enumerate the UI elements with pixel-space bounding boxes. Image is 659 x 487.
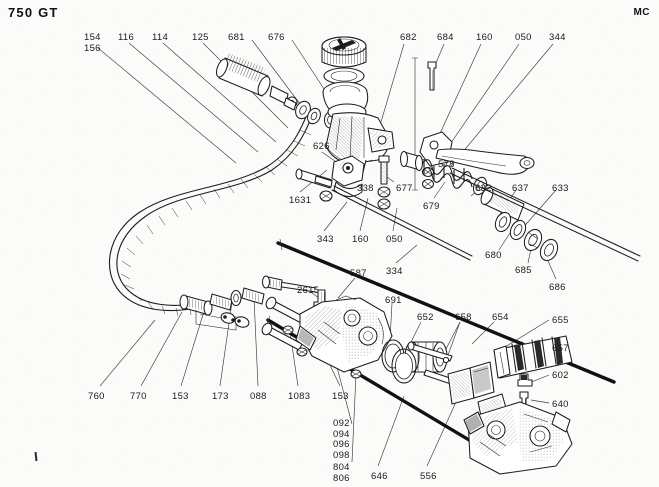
brake-lever <box>419 131 535 190</box>
callout-684: 684 <box>437 32 454 43</box>
callout-text: 804 <box>333 462 350 473</box>
callout-114: 114 <box>152 32 169 43</box>
callout-657: 657 <box>552 343 569 354</box>
callout-125: 125 <box>192 32 209 43</box>
callout-050-mid: 050 <box>386 234 403 245</box>
callout-632: 632 <box>475 183 492 194</box>
callout-153-b: 153 <box>332 391 349 402</box>
return-spring <box>421 159 473 189</box>
callout-050-top: 050 <box>515 32 532 43</box>
callout-1631: 1631 <box>289 195 312 206</box>
callout-344: 344 <box>549 32 566 43</box>
callout-681: 681 <box>228 32 245 43</box>
retainer-fingers <box>511 336 557 373</box>
callout-633: 633 <box>552 183 569 194</box>
callout-658: 658 <box>455 312 472 323</box>
pushrod-and-fasteners <box>377 57 437 210</box>
callout-text: 098 <box>333 449 350 461</box>
callout-2615: 2615 <box>297 285 320 296</box>
callout-338: 338 <box>357 183 374 194</box>
callout-343: 343 <box>317 234 334 245</box>
callout-654: 654 <box>492 312 509 323</box>
callout-text: 094 <box>333 428 350 440</box>
callout-760: 760 <box>88 391 105 402</box>
callout-556: 556 <box>420 471 437 482</box>
callout-text: 156 <box>84 42 101 54</box>
hose-end-fittings <box>179 275 317 331</box>
callout-334: 334 <box>386 266 403 277</box>
callout-116: 116 <box>118 32 135 43</box>
callout-646: 646 <box>371 471 388 482</box>
callout-652: 652 <box>417 312 434 323</box>
callout-685: 685 <box>515 265 532 276</box>
callout-160-mid: 160 <box>352 234 369 245</box>
callout-677: 677 <box>396 183 413 194</box>
callout-173: 173 <box>212 391 229 402</box>
callout-637: 637 <box>512 183 529 194</box>
caliper-main-body <box>463 401 573 475</box>
callout-578: 578 <box>438 159 455 170</box>
callout-text: 092 <box>333 418 350 429</box>
caliper-body-half <box>295 289 393 373</box>
callout-153-a: 153 <box>172 391 189 402</box>
callout-text: 096 <box>333 439 350 450</box>
callout-691: 691 <box>385 295 402 306</box>
hose-braid <box>120 129 312 317</box>
brake-hose-assembly <box>108 111 313 317</box>
callout-680: 680 <box>485 250 502 261</box>
callout-626: 626 <box>313 141 330 152</box>
plate-code: MC <box>633 7 650 18</box>
callout-804-806: 804 806 <box>333 462 350 484</box>
callout-154-156: 154 156 <box>84 32 101 54</box>
callout-1083: 1083 <box>288 391 311 402</box>
callout-770: 770 <box>130 391 147 402</box>
callout-text: 154 <box>84 32 101 43</box>
page-title: 750 GT <box>8 5 59 20</box>
callout-655: 655 <box>552 315 569 326</box>
callout-686: 686 <box>549 282 566 293</box>
pad-retainer-spring <box>493 335 573 379</box>
callout-602: 602 <box>552 370 569 381</box>
handlebar-clamp <box>295 155 473 261</box>
callout-587: 587 <box>350 268 367 279</box>
callout-679: 679 <box>423 201 440 212</box>
reservoir-cap <box>321 36 367 68</box>
callout-682: 682 <box>400 32 417 43</box>
piston-and-oring <box>381 339 463 388</box>
callout-640: 640 <box>552 399 569 410</box>
callout-text: 806 <box>333 472 350 484</box>
callout-092-098: 092 094 096 098 <box>333 418 350 461</box>
reservoir-seal-and-body <box>322 67 395 177</box>
callout-160-top: 160 <box>476 32 493 43</box>
callout-088: 088 <box>250 391 267 402</box>
piston-spring-seals <box>399 150 559 262</box>
callout-676: 676 <box>268 32 285 43</box>
long-rod <box>449 167 641 262</box>
